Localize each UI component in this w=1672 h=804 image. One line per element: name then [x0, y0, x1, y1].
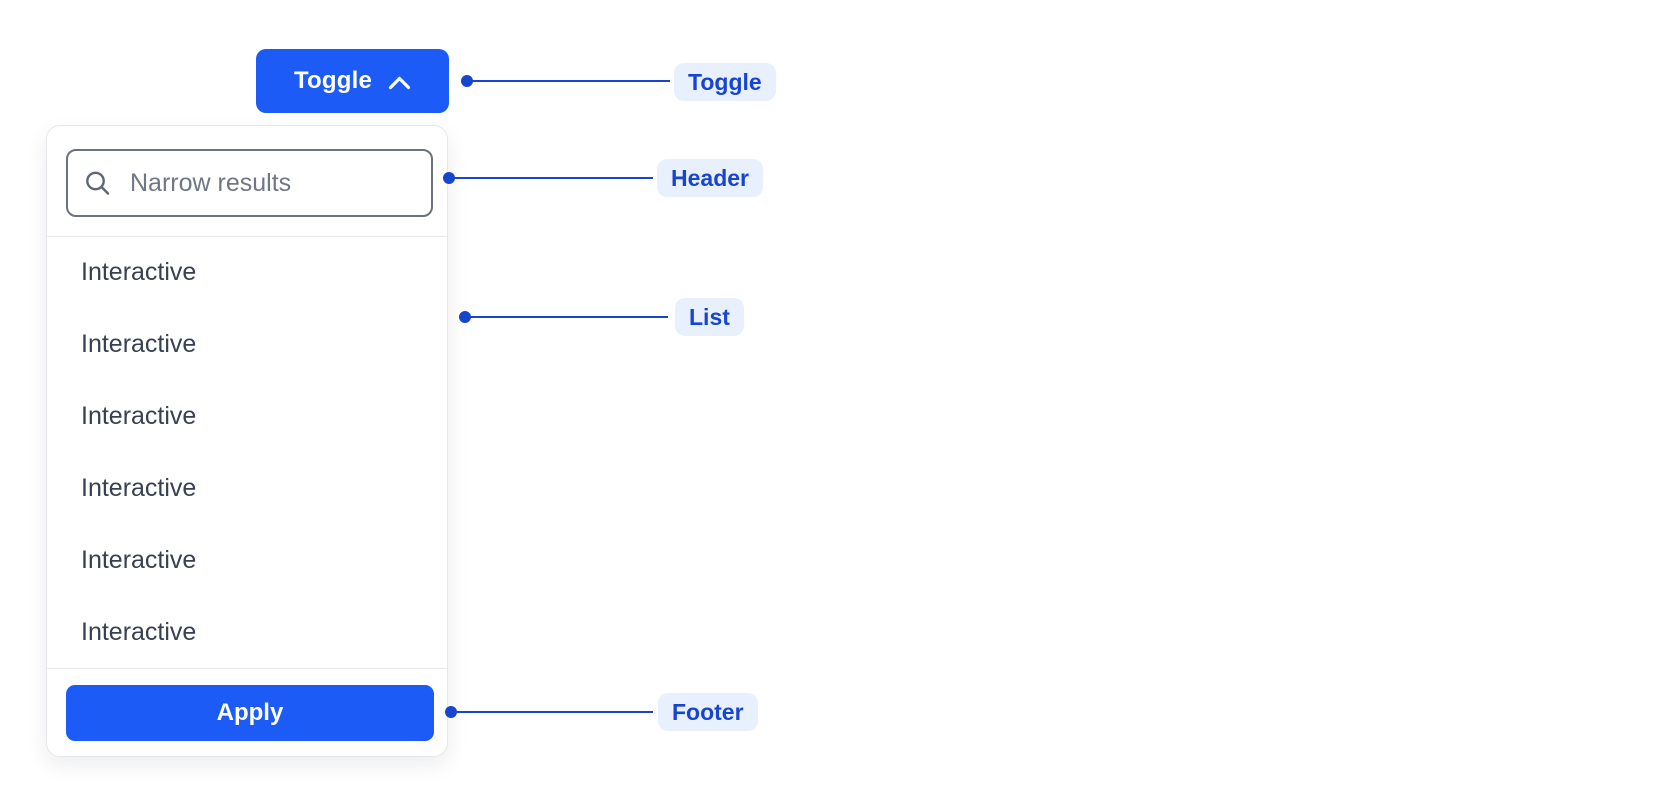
list-item[interactable]: Interactive — [81, 401, 197, 430]
dropdown-footer: Apply — [47, 668, 447, 756]
dropdown-panel: Interactive Interactive Interactive Inte… — [46, 125, 448, 757]
annotation-label-toggle: Toggle — [674, 63, 776, 101]
list-item[interactable]: Interactive — [81, 617, 197, 646]
dropdown-header — [47, 126, 447, 236]
toggle-button-label: Toggle — [293, 67, 373, 94]
annotation-line — [451, 711, 653, 713]
annotation-label-list: List — [675, 298, 744, 336]
annotation-line — [467, 80, 670, 82]
list-item[interactable]: Interactive — [81, 329, 197, 358]
chevron-up-icon — [388, 76, 411, 90]
list-item[interactable]: Interactive — [81, 545, 197, 574]
list-item[interactable]: Interactive — [81, 257, 197, 286]
toggle-button[interactable]: Toggle — [256, 49, 449, 113]
header-divider — [47, 236, 447, 237]
search-field — [66, 149, 433, 217]
search-input[interactable] — [66, 149, 433, 217]
dropdown-list: Interactive Interactive Interactive Inte… — [47, 236, 447, 668]
footer-divider — [47, 668, 447, 669]
apply-button[interactable]: Apply — [66, 685, 434, 741]
list-item[interactable]: Interactive — [81, 473, 197, 502]
annotation-line — [449, 177, 653, 179]
annotation-label-footer: Footer — [658, 693, 758, 731]
annotation-line — [465, 316, 668, 318]
annotation-label-header: Header — [657, 159, 763, 197]
